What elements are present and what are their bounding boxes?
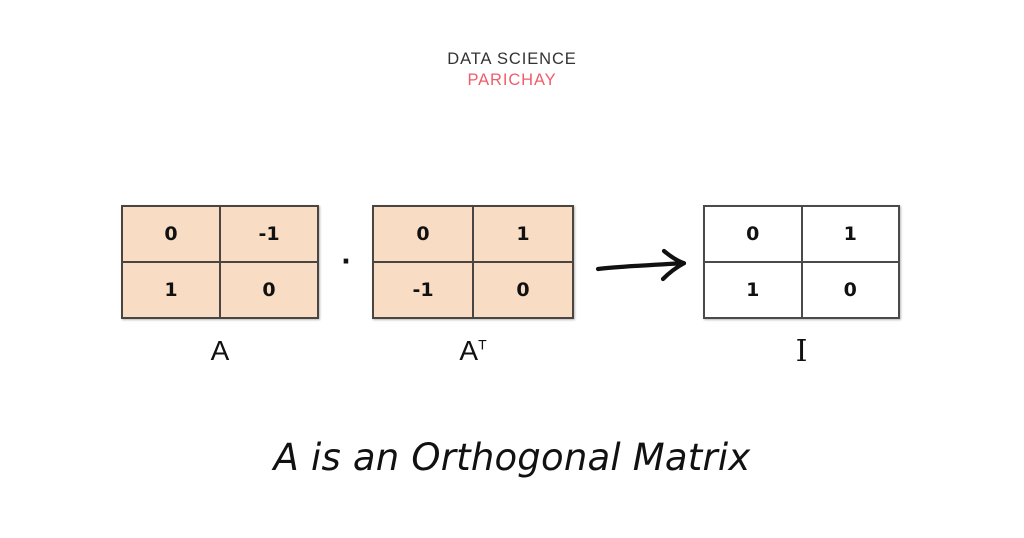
matrix-a-transpose-label: AT <box>372 337 574 365</box>
table-row: 0 -1 <box>121 205 319 263</box>
caption-text: A is an Orthogonal Matrix <box>273 436 751 479</box>
matrix-identity-table: 0 1 1 0 <box>703 205 900 319</box>
branding-header: DATA SCIENCE PARICHAY <box>0 50 1024 91</box>
transpose-superscript: T <box>478 336 487 353</box>
matrix-identity-label-text: I <box>795 334 808 369</box>
matrix-cell: 1 <box>800 205 900 263</box>
matrix-cell: 0 <box>372 205 474 263</box>
matrix-identity-group: 0 1 1 0 I <box>703 205 900 367</box>
matrix-cell: 1 <box>472 205 574 263</box>
matrix-a-table: 0 -1 1 0 <box>121 205 319 319</box>
matrix-a-transpose-label-text: A <box>459 335 479 366</box>
matrix-a-transpose-table: 0 1 -1 0 <box>372 205 574 319</box>
matrix-cell: 0 <box>472 261 574 319</box>
brand-primary-text: DATA SCIENCE <box>447 50 577 68</box>
right-arrow-icon <box>595 247 694 287</box>
multiplication-dot-icon: · <box>341 247 351 277</box>
matrix-cell: 1 <box>121 261 221 319</box>
matrix-cell: 0 <box>800 261 900 319</box>
matrix-identity-label: I <box>703 337 900 367</box>
table-row: -1 0 <box>372 261 574 319</box>
table-row: 0 1 <box>372 205 574 263</box>
table-row: 0 1 <box>703 205 900 263</box>
brand-secondary-text: PARICHAY <box>467 71 557 90</box>
matrix-a-label-text: A <box>210 335 230 366</box>
matrix-cell: 0 <box>219 261 319 319</box>
matrix-cell: 0 <box>121 205 221 263</box>
table-row: 1 0 <box>703 261 900 319</box>
matrix-cell: 1 <box>703 261 803 319</box>
matrix-cell: -1 <box>372 261 474 319</box>
matrix-cell: 0 <box>703 205 803 263</box>
table-row: 1 0 <box>121 261 319 319</box>
matrix-a-group: 0 -1 1 0 A <box>121 205 319 365</box>
matrix-a-transpose-group: 0 1 -1 0 AT <box>372 205 574 365</box>
matrix-a-label: A <box>121 337 319 365</box>
matrix-equation: 0 -1 1 0 A · 0 1 -1 0 AT <box>0 205 1024 380</box>
matrix-cell: -1 <box>219 205 319 263</box>
